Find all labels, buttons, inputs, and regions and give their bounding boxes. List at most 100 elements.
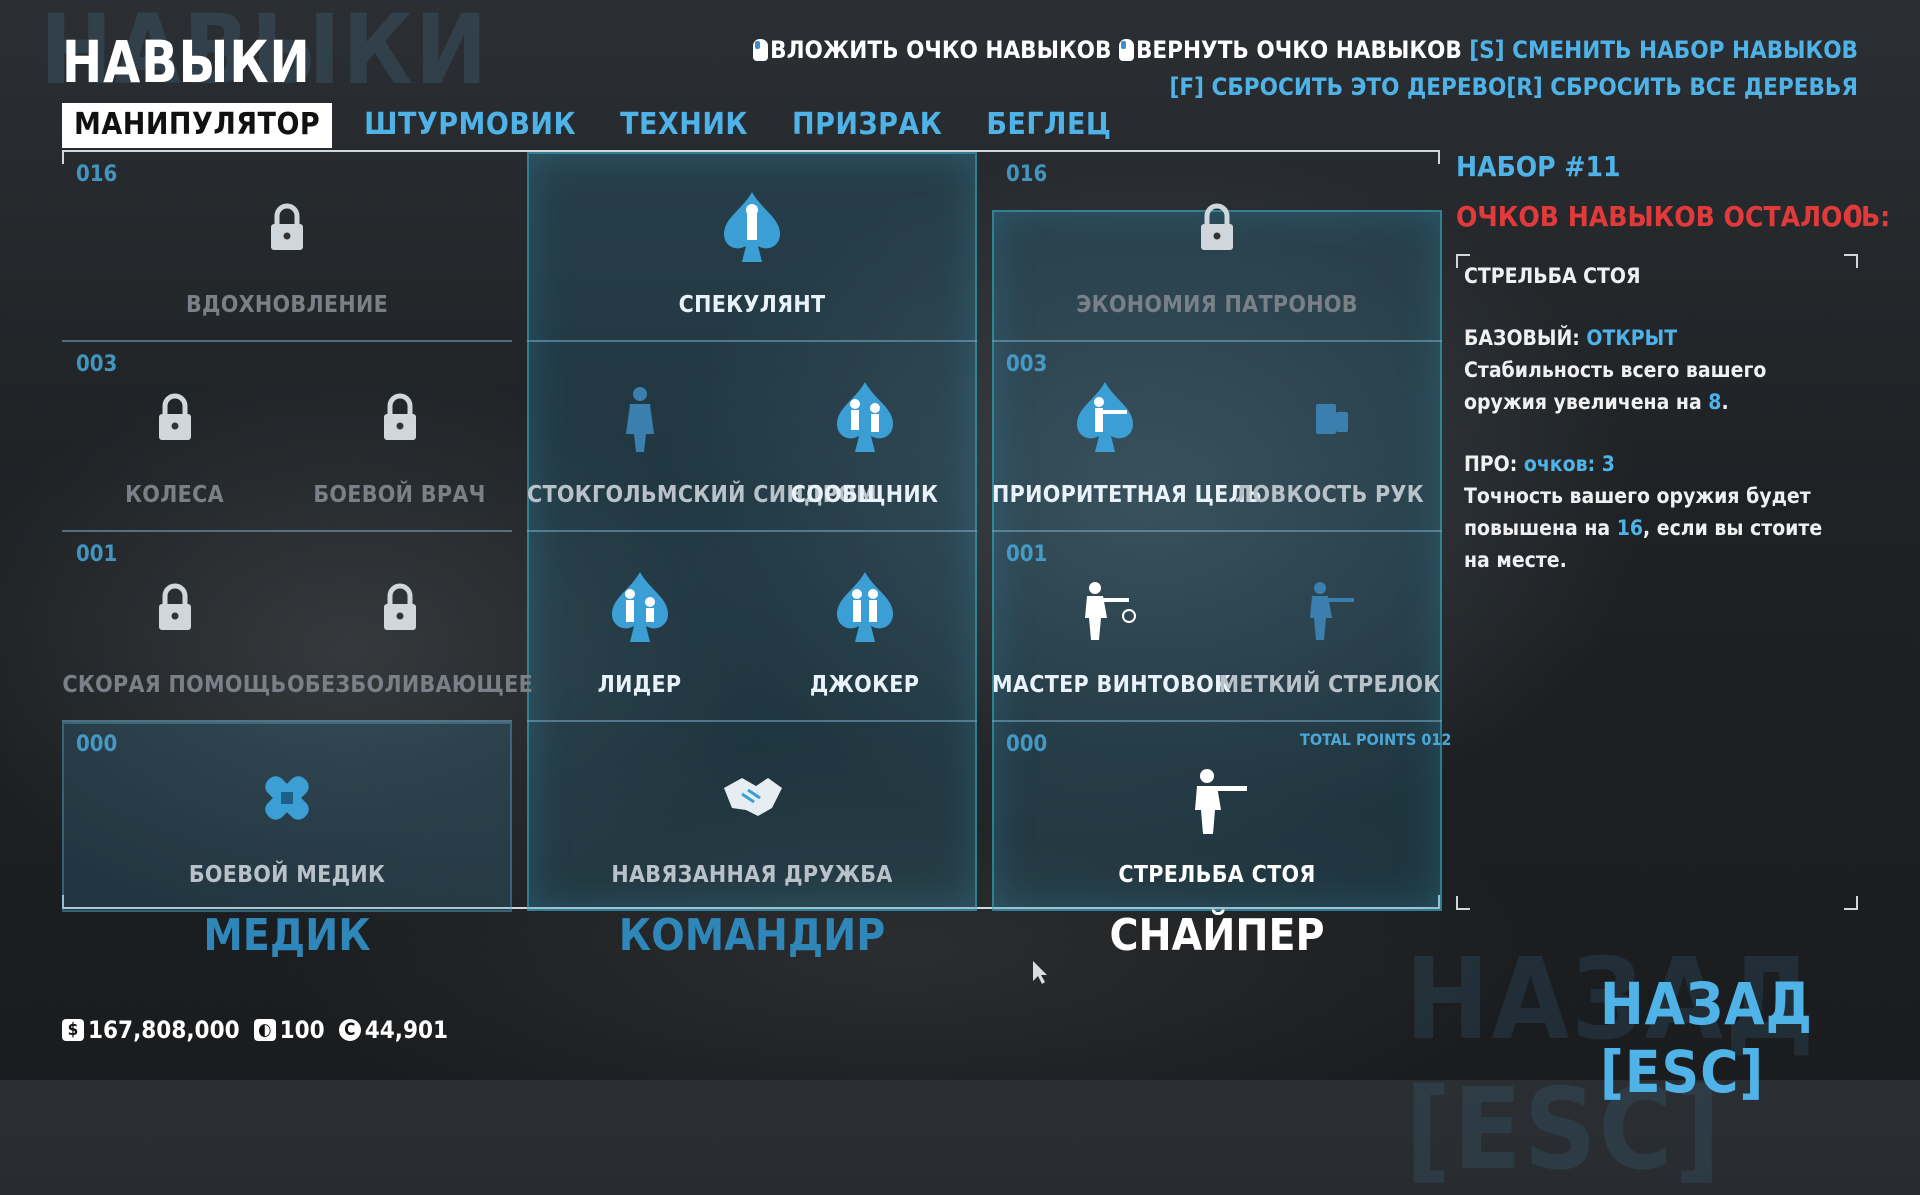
tab-fugitive[interactable]: БЕГЛЕЦ <box>986 107 1112 142</box>
total-points: TOTAL POINTS 012 <box>1300 730 1451 749</box>
tier-divider <box>62 720 512 722</box>
tree-label-sniper[interactable]: СНАЙПЕР <box>1109 910 1325 961</box>
skill-name: МАСТЕР ВИНТОВОК <box>992 672 1232 698</box>
control-hints: ВЛОЖИТЬ ОЧКО НАВЫКОВ ВЕРНУТЬ ОЧКО НАВЫКО… <box>753 32 1858 106</box>
skill-name: ВДОХНОВЛЕНИЕ <box>185 292 389 318</box>
basic-text-end: . <box>1721 390 1729 414</box>
lock-icon <box>158 583 191 630</box>
magazine-icon <box>1315 404 1348 434</box>
skill-joker[interactable]: ДЖОКЕР <box>752 532 977 722</box>
spade-icon <box>611 572 668 642</box>
spade-icon <box>1076 382 1133 452</box>
skill-combat-medic[interactable]: БОЕВОЙ МЕДИК <box>62 722 512 912</box>
frame-tick <box>62 895 64 909</box>
tier-cost: 001 <box>1006 542 1048 567</box>
medic-tier-4: 016 ВДОХНОВЛЕНИЕ <box>62 152 512 342</box>
sniper-tier-3: 003 ПРИОРИТЕТНАЯ ЦЕЛЬ ЛОВКОСТЬ РУК <box>992 342 1442 532</box>
points-left-label: ОЧКОВ НАВЫКОВ ОСТАЛОСЬ: <box>1456 200 1891 233</box>
skill-name: СТРЕЛЬБА СТОЯ <box>1118 862 1316 888</box>
sniper-tier-4: 016 ЭКОНОМИЯ ПАТРОНОВ <box>992 152 1442 342</box>
hint-invest[interactable]: ВЛОЖИТЬ ОЧКО НАВЫКОВ <box>770 36 1112 64</box>
skill-painkillers[interactable]: ОБЕЗБОЛИВАЮЩЕЕ <box>287 532 534 722</box>
tier-divider <box>992 530 1442 532</box>
hint-switch-set[interactable]: [S] СМЕНИТЬ НАБОР НАВЫКОВ <box>1469 36 1858 64</box>
mouse-right-icon <box>1118 39 1134 61</box>
skill-name: КОЛЕСА <box>125 482 224 508</box>
skill-name: НАВЯЗАННАЯ ДРУЖБА <box>611 862 893 888</box>
skill-leader[interactable]: ЛИДЕР <box>527 532 752 722</box>
medic-tier-1: 000 БОЕВОЙ МЕДИК <box>62 722 512 912</box>
skill-inspire[interactable]: ВДОХНОВЛЕНИЕ <box>62 152 512 342</box>
skill-first-aid[interactable]: СКОРАЯ ПОМОЩЬ <box>62 532 287 722</box>
back-button[interactable]: НАЗАД [ESC] <box>1600 970 1813 1106</box>
skill-partners-in-crime[interactable]: СООБЩНИК <box>752 342 977 532</box>
basic-value: 8 <box>1708 390 1722 414</box>
money-value: 167,808,000 <box>88 1016 240 1044</box>
skill-name: БОЕВОЙ МЕДИК <box>188 862 386 888</box>
page-title: НАВЫКИ <box>62 28 311 96</box>
tier-divider <box>992 720 1442 722</box>
skill-ammo-efficiency[interactable]: ЭКОНОМИЯ ПАТРОНОВ <box>992 152 1442 342</box>
skill-name: ПРИОРИТЕТНАЯ ЦЕЛЬ <box>992 482 1263 508</box>
hostage-icon <box>625 387 654 452</box>
continental-value: 44,901 <box>364 1016 449 1044</box>
basic-text: Стабильность всего вашего оружия увеличе… <box>1464 358 1767 414</box>
corner-bracket <box>1844 896 1858 910</box>
rifleman-icon <box>1084 582 1136 640</box>
hint-reset-tree[interactable]: [F] СБРОСИТЬ ЭТО ДЕРЕВО <box>1169 73 1507 101</box>
basic-state: ОТКРЫТ <box>1586 326 1678 350</box>
corner-bracket <box>1456 254 1470 268</box>
pro-value: 16 <box>1616 516 1644 540</box>
points-left-value: 0 <box>1844 200 1863 235</box>
frame-tick <box>1438 895 1440 909</box>
commander-tier-3: СТОКГОЛЬМСКИЙ СИНДРОМ СООБЩНИК <box>527 342 977 532</box>
skill-combat-doctor[interactable]: БОЕВОЙ ВРАЧ <box>287 342 512 532</box>
frame-tick <box>1438 150 1440 164</box>
skill-stockholm-syndrome[interactable]: СТОКГОЛЬМСКИЙ СИНДРОМ <box>527 342 877 532</box>
hint-refund[interactable]: ВЕРНУТЬ ОЧКО НАВЫКОВ <box>1135 36 1462 64</box>
tab-ghost[interactable]: ПРИЗРАК <box>791 107 943 142</box>
tree-frame-top <box>62 150 1440 152</box>
mouse-left-icon <box>753 39 769 61</box>
tab-technician[interactable]: ТЕХНИК <box>620 107 748 142</box>
tier-divider <box>62 340 512 342</box>
tab-enforcer[interactable]: ШТУРМОВИК <box>364 107 577 142</box>
tree-label-commander[interactable]: КОМАНДИР <box>618 910 886 961</box>
tier-divider <box>527 720 977 722</box>
lock-icon <box>271 203 303 250</box>
tab-mastermind[interactable]: МАНИПУЛЯТОР <box>62 103 333 148</box>
lock-icon <box>158 393 191 440</box>
pro-cost: очков: 3 <box>1523 452 1615 476</box>
basic-label: БАЗОВЫЙ: <box>1464 326 1580 350</box>
skill-wheels[interactable]: КОЛЕСА <box>62 342 287 532</box>
bandage-icon <box>265 776 309 820</box>
tree-label-medic[interactable]: МЕДИК <box>203 910 371 961</box>
coins-value: 100 <box>279 1016 325 1044</box>
skill-fast-hands[interactable]: ЛОВКОСТЬ РУК <box>1217 342 1442 532</box>
skill-hostage-taker[interactable]: СПЕКУЛЯНТ <box>527 152 977 342</box>
skill-forced-friendship[interactable]: НАВЯЗАННАЯ ДРУЖБА <box>527 722 977 912</box>
lock-icon <box>1201 203 1233 250</box>
title-background-text: НАВЫКИ <box>40 0 490 106</box>
skill-rifleman[interactable]: МАСТЕР ВИНТОВОК <box>992 532 1232 722</box>
skill-target-practice[interactable]: ПРИОРИТЕТНАЯ ЦЕЛЬ <box>992 342 1263 532</box>
skill-name: ОБЕЗБОЛИВАЮЩЕЕ <box>287 672 534 698</box>
skill-name: БОЕВОЙ ВРАЧ <box>313 482 486 508</box>
lock-icon <box>383 583 416 630</box>
money-icon: $ <box>62 1019 84 1041</box>
tier-cost: 016 <box>1006 162 1048 187</box>
marksman-icon <box>1309 582 1354 640</box>
tier-cost: 016 <box>76 162 118 187</box>
spade-icon <box>836 382 893 452</box>
skill-marksman[interactable]: МЕТКИЙ СТРЕЛОК <box>1217 532 1442 722</box>
hint-reset-all[interactable]: [R] СБРОСИТЬ ВСЕ ДЕРЕВЬЯ <box>1506 73 1858 101</box>
tier-divider <box>527 530 977 532</box>
skill-set-name: НАБОР #11 <box>1456 150 1621 183</box>
tier-cost: 000 <box>1006 732 1048 757</box>
medic-tier-3: 003 КОЛЕСА БОЕВОЙ ВРАЧ <box>62 342 512 532</box>
commander-tier-2: ЛИДЕР ДЖОКЕР <box>527 532 977 722</box>
skill-stable-shot[interactable]: СТРЕЛЬБА СТОЯ <box>992 722 1442 912</box>
frame-tick <box>62 150 64 164</box>
mouse-cursor-icon <box>1033 961 1047 984</box>
